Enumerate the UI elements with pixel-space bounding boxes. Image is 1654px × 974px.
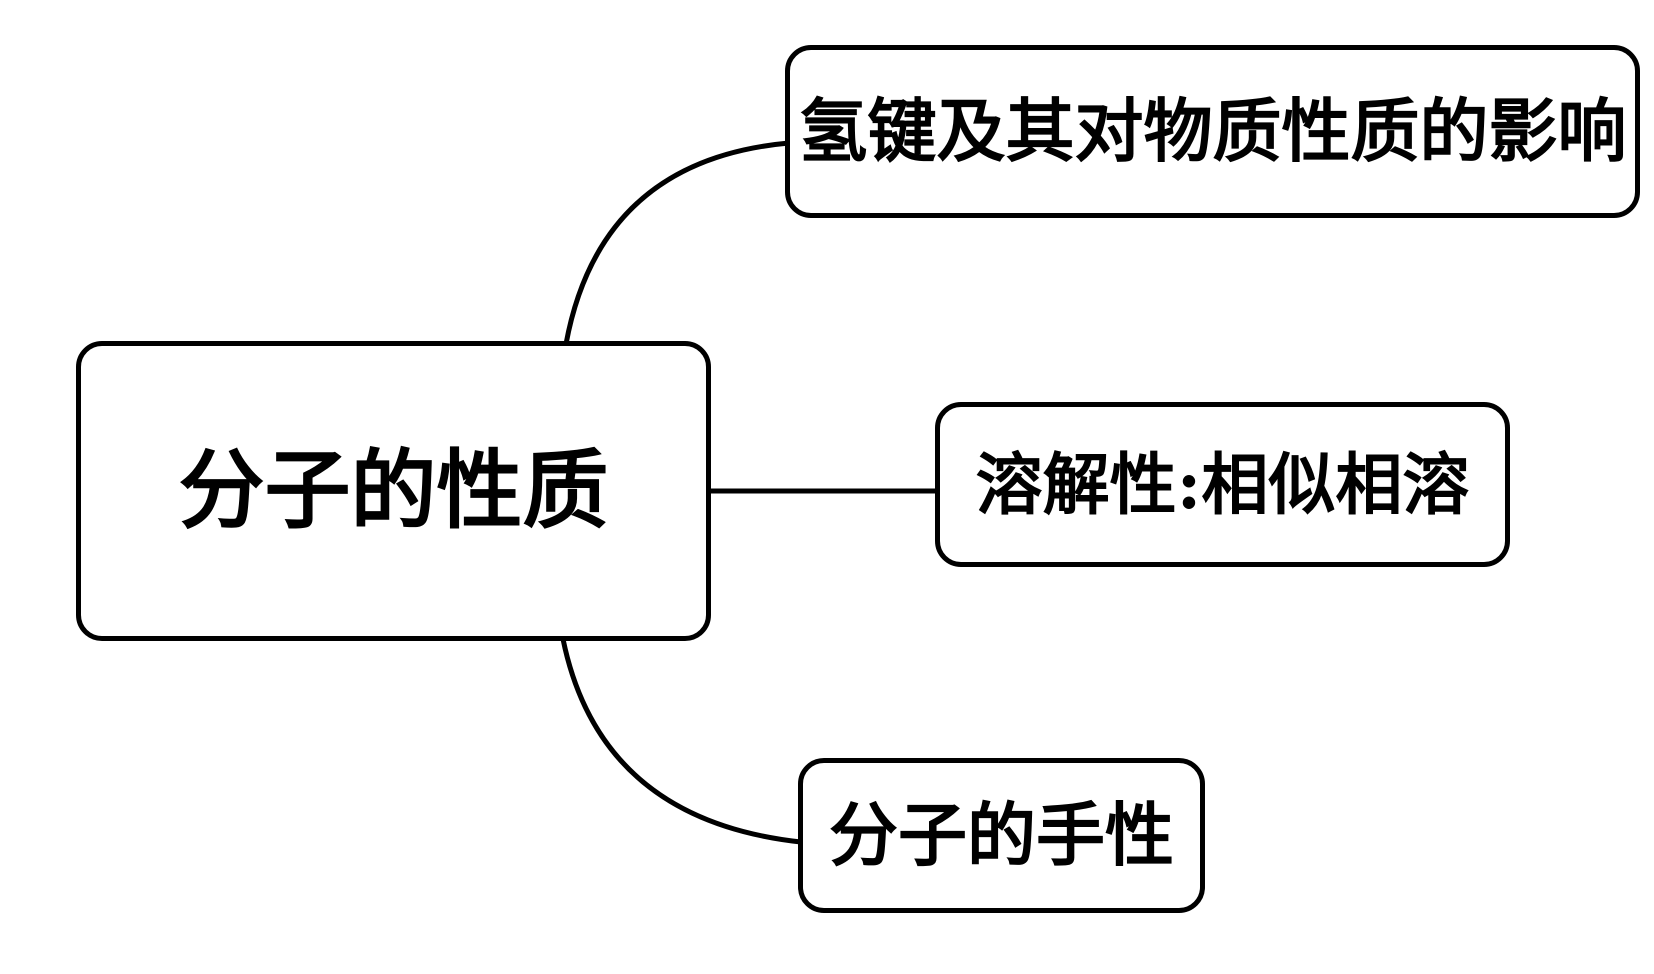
- node-branch-hydrogen-bond: 氢键及其对物质性质的影响: [785, 45, 1640, 218]
- node-branch-hydrogen-bond-label: 氢键及其对物质性质的影响: [798, 91, 1627, 172]
- connector-root-to-hydrogen-bond: [563, 140, 792, 347]
- node-root-molecular-properties: 分子的性质: [76, 341, 711, 641]
- node-branch-solubility: 溶解性:相似相溶: [935, 402, 1510, 567]
- connector-root-to-chirality: [560, 636, 804, 845]
- node-branch-chirality: 分子的手性: [798, 758, 1205, 913]
- node-branch-chirality-label: 分子的手性: [829, 795, 1174, 876]
- node-branch-solubility-label: 溶解性:相似相溶: [975, 445, 1470, 524]
- node-root-label: 分子的性质: [178, 440, 609, 541]
